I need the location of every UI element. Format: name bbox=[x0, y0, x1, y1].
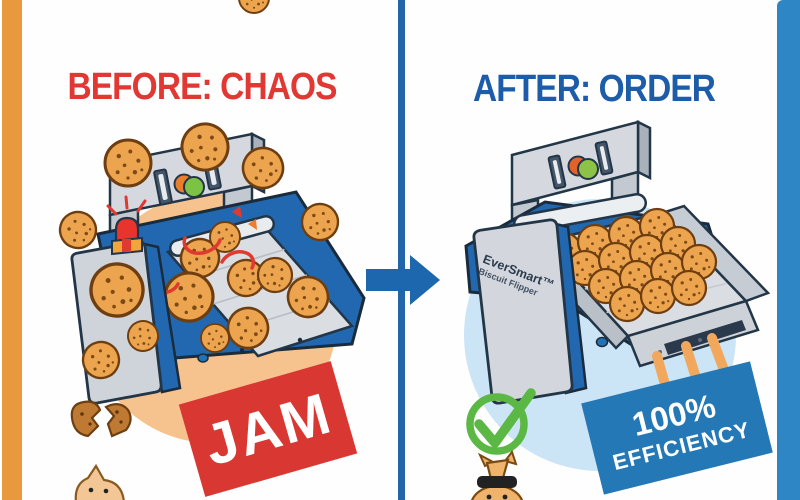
money-bag-icon bbox=[471, 449, 523, 500]
broken-cookie-icon bbox=[70, 400, 132, 438]
vent-slot bbox=[594, 140, 614, 176]
after-title: AFTER: ORDER bbox=[472, 68, 716, 110]
left-accent-stripe bbox=[2, 0, 22, 500]
alarm-light-icon bbox=[106, 195, 147, 256]
order-scene bbox=[464, 119, 771, 500]
cookie-crumb-icon bbox=[74, 463, 125, 500]
jam-label: JAM bbox=[197, 380, 339, 478]
vent-slot bbox=[153, 168, 173, 206]
panel-divider-line bbox=[398, 0, 405, 500]
start-stop-button-icon bbox=[567, 155, 599, 180]
check-circle-icon bbox=[466, 388, 536, 455]
vent-slot bbox=[547, 154, 567, 190]
start-stop-button-icon bbox=[173, 173, 205, 198]
cookie-icon bbox=[608, 285, 646, 323]
cookie-icon bbox=[639, 277, 677, 315]
right-arrow-icon bbox=[366, 255, 440, 305]
right-accent-stripe bbox=[777, 0, 800, 500]
cookie-icon bbox=[52, 204, 104, 256]
before-title: BEFORE: CHAOS bbox=[67, 66, 337, 108]
cookie-icon bbox=[200, 323, 230, 353]
cookie-icon bbox=[238, 0, 270, 14]
cookie-icon bbox=[103, 138, 153, 188]
cookie-icon bbox=[670, 269, 708, 307]
order-machine-nameplate-panel bbox=[472, 218, 588, 405]
